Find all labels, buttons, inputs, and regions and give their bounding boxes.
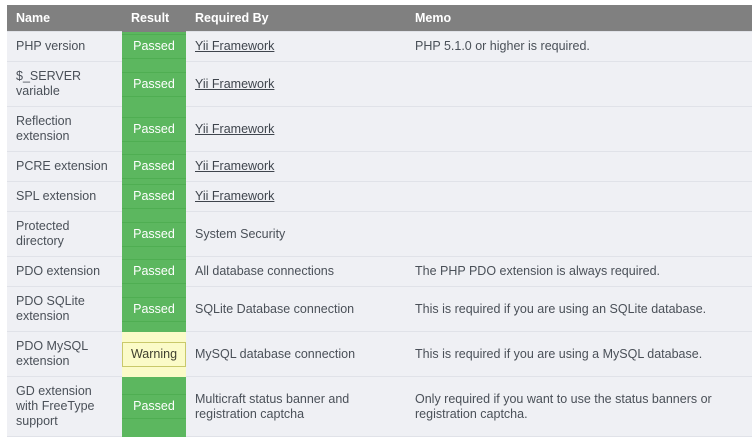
cell-result: Passed [122,106,186,152]
cell-required-by: SQLite Database connection [186,286,406,332]
table-row: PCRE extension Passed Yii Framework [7,151,752,182]
required-by-link[interactable]: Yii Framework [195,189,275,203]
required-by-link[interactable]: Yii Framework [195,159,275,173]
cell-memo [406,106,752,152]
requirement-name: PCRE extension [16,159,108,173]
cell-name: Reflection extension [7,106,122,152]
status-badge: Passed [122,34,186,59]
status-badge: Passed [122,71,186,97]
column-header-result: Result [122,5,186,32]
memo-text: PHP 5.1.0 or higher is required. [415,39,590,53]
cell-result: Passed [122,61,186,107]
required-by-link[interactable]: Yii Framework [195,121,275,136]
cell-name: PDO extension [7,256,122,287]
table-row: PDO MySQL extension Warning MySQL database… [7,331,752,377]
table-row: PDO extension Passed All database connecti… [7,256,752,287]
memo-text: Only required if you want to use the sta… [415,391,712,421]
status-badge: Passed [122,116,186,142]
cell-name: SPL extension [7,181,122,212]
required-by-text: All database connections [195,264,334,278]
cell-name: PDO SQLite extension [7,286,122,332]
requirements-table-container: Name Result Required By Memo PHP version… [7,5,752,437]
cell-result: Passed [122,31,186,62]
required-by-link[interactable]: Yii Framework [195,76,275,91]
required-by-text: System Security [195,226,286,241]
required-by-text: Multicraft status banner and registratio… [195,391,350,421]
requirement-name: SPL extension [16,189,97,203]
table-header: Name Result Required By Memo [7,5,752,32]
cell-required-by: Yii Framework [186,181,406,212]
requirement-name: Protected directory [16,219,70,248]
cell-memo [406,151,752,182]
memo-text: This is required if you are using a MySQ… [415,346,703,361]
requirements-table: Name Result Required By Memo PHP version… [7,5,752,437]
cell-result: Passed [122,211,186,257]
cell-name: $_SERVER variable [7,61,122,107]
cell-memo: This is required if you are using a MySQ… [406,331,752,377]
cell-name: Protected directory [7,211,122,257]
memo-text: This is required if you are using an SQL… [415,301,707,316]
cell-required-by: Multicraft status banner and registratio… [186,376,406,437]
column-header-name: Name [7,5,122,32]
table-row: $_SERVER variable Passed Yii Framework [7,61,752,107]
column-header-required-by: Required By [186,5,406,32]
cell-name: PCRE extension [7,151,122,182]
cell-required-by: Yii Framework [186,61,406,107]
cell-memo [406,61,752,107]
status-badge: Passed [122,296,186,322]
cell-memo: The PHP PDO extension is always required… [406,256,752,287]
cell-result: Passed [122,376,186,437]
cell-name: PDO MySQL extension [7,331,122,377]
status-badge: Warning [122,341,186,367]
cell-result: Passed [122,151,186,182]
status-badge: Passed [122,154,186,179]
table-row: GD extension with FreeType support Passed… [7,376,752,437]
cell-result: Passed [122,286,186,332]
column-header-memo: Memo [406,5,752,32]
cell-name: PHP version [7,31,122,62]
required-by-text: MySQL database connection [195,346,356,361]
cell-name: GD extension with FreeType support [7,376,122,437]
status-badge: Passed [122,394,186,419]
cell-required-by: All database connections [186,256,406,287]
cell-required-by: System Security [186,211,406,257]
requirement-name: Reflection extension [16,114,72,143]
requirement-name: $_SERVER variable [16,69,82,98]
cell-result: Passed [122,181,186,212]
requirement-name: PDO SQLite extension [16,294,85,323]
cell-required-by: Yii Framework [186,106,406,152]
requirement-name: GD extension with FreeType support [16,384,95,428]
cell-result: Warning [122,331,186,377]
status-badge: Passed [122,221,186,247]
cell-memo: Only required if you want to use the sta… [406,376,752,437]
cell-required-by: Yii Framework [186,31,406,62]
requirement-name: PDO extension [16,264,101,278]
table-row: PDO SQLite extension Passed SQLite Databas… [7,286,752,332]
cell-memo [406,181,752,212]
cell-memo: This is required if you are using an SQL… [406,286,752,332]
cell-required-by: Yii Framework [186,151,406,182]
required-by-text: SQLite Database connection [195,301,355,316]
table-row: PHP version Passed Yii Framework PHP 5.1.0 … [7,31,752,62]
requirement-name: PDO MySQL extension [16,339,88,368]
cell-memo: PHP 5.1.0 or higher is required. [406,31,752,62]
table-row: Reflection extension Passed Yii Framework [7,106,752,152]
cell-memo [406,211,752,257]
memo-text: The PHP PDO extension is always required… [415,264,661,278]
table-header-row: Name Result Required By Memo [7,5,752,32]
status-badge: Passed [122,259,186,284]
cell-result: Passed [122,256,186,287]
required-by-link[interactable]: Yii Framework [195,39,275,53]
requirement-name: PHP version [16,39,86,53]
table-row: SPL extension Passed Yii Framework [7,181,752,212]
cell-required-by: MySQL database connection [186,331,406,377]
status-badge: Passed [122,184,186,209]
table-row: Protected directory Passed System Security [7,211,752,257]
